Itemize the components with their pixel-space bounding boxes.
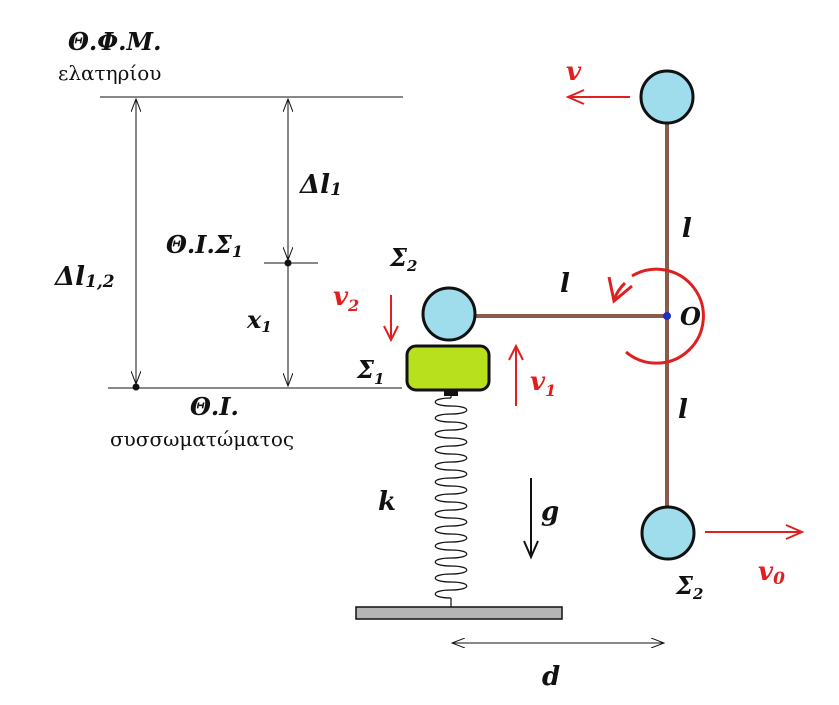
dl12-label: Δl1,2 xyxy=(53,262,115,292)
ofm-subtitle: ελατηρίου xyxy=(58,61,161,85)
ball-left-sigma2 xyxy=(421,286,477,342)
dl1-label: Δl1 xyxy=(298,170,342,200)
ball-bottom-sigma2 xyxy=(640,505,696,561)
v0-arrow-head xyxy=(785,524,805,540)
ofm-title: Θ.Φ.Μ. xyxy=(68,27,161,56)
g-arrow-head xyxy=(523,540,539,560)
spring-constant-label: k xyxy=(378,487,396,517)
v-top-label: v xyxy=(566,57,582,87)
rotation-arc-head xyxy=(607,276,633,304)
pivot-label: O xyxy=(680,302,701,331)
l-horizontal-label: l xyxy=(560,269,570,299)
d-label: d xyxy=(542,662,560,692)
sigma2-bottom-label: Σ2 xyxy=(675,571,703,603)
rotation-arc-tail xyxy=(612,281,627,301)
l-lower-label: l xyxy=(678,395,688,425)
x1-label: x1 xyxy=(246,305,272,336)
oi-point xyxy=(132,383,140,391)
spring xyxy=(434,390,468,608)
sigma1-label: Σ1 xyxy=(356,355,384,388)
l-upper-rotated-label: l xyxy=(682,210,692,240)
v1-label: v1 xyxy=(530,367,556,400)
oi-s1-label: Θ.Ι.Σ1 xyxy=(166,230,243,261)
pivot-point xyxy=(663,312,671,320)
block-connector xyxy=(444,390,458,396)
v-top-arrow-head xyxy=(565,89,585,105)
block-sigma1 xyxy=(405,344,491,392)
rotation-arc xyxy=(625,267,705,365)
oi-s1-point xyxy=(284,259,292,267)
oi-subtitle: συσσωματώματος xyxy=(110,427,294,451)
sigma2-top-label: Σ2 xyxy=(389,243,417,275)
gravity-label: g xyxy=(541,497,559,527)
v1-arrow-head xyxy=(508,343,524,361)
v2-arrow-head xyxy=(383,325,399,343)
ground-plate xyxy=(355,606,563,620)
v0-label: v0 xyxy=(758,557,785,589)
oi-title: Θ.Ι. xyxy=(190,392,239,421)
ball-top xyxy=(639,69,695,125)
v2-label: v2 xyxy=(333,282,359,315)
